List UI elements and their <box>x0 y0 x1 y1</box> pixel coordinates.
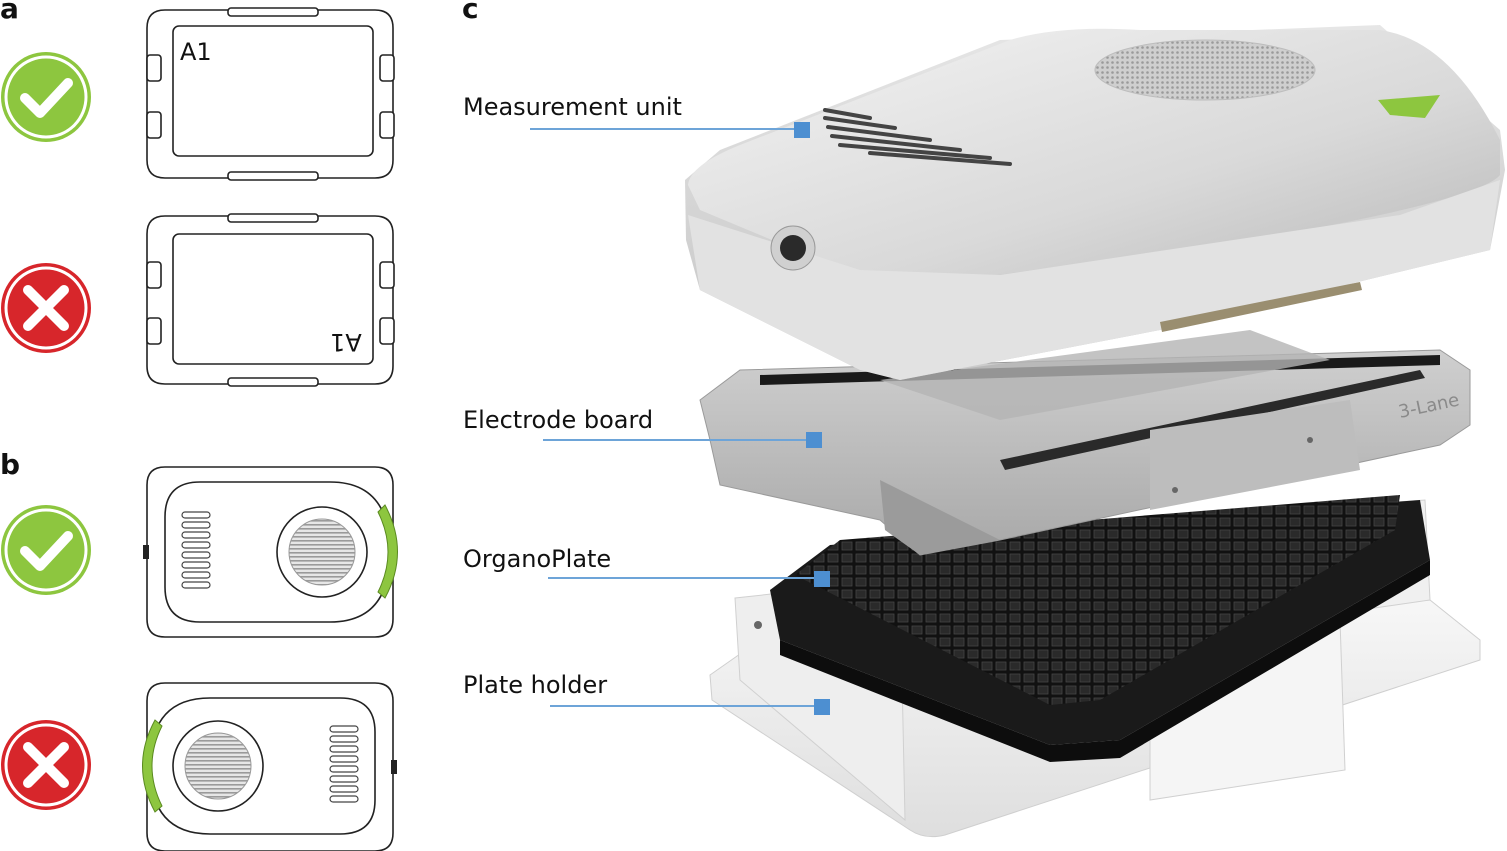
plate-outline-correct <box>146 7 395 181</box>
label-electrode-board: Electrode board <box>463 406 654 434</box>
panel-letter-b: b <box>0 448 21 481</box>
device-topview-wrong <box>142 682 397 851</box>
panel-letter-c: c <box>462 0 479 25</box>
callout-measurement-unit <box>530 122 810 138</box>
label-measurement-unit: Measurement unit <box>463 93 682 121</box>
plate-label-a1: A1 <box>180 38 212 66</box>
label-plate-holder: Plate holder <box>463 671 608 699</box>
callout-organoplate <box>548 571 830 587</box>
panel-letter-a: a <box>0 0 19 25</box>
plate-label-a1-rotated: A1 <box>330 328 362 356</box>
label-organoplate: OrganoPlate <box>463 545 612 573</box>
correct-check-icon-a <box>1 52 91 142</box>
measurement-unit-illustration <box>685 25 1505 380</box>
plate-outline-wrong <box>146 213 395 387</box>
electrode-board-illustration: 3-Lane <box>699 330 1471 556</box>
device-topview-correct <box>143 466 398 638</box>
wrong-cross-icon-a <box>1 263 91 353</box>
correct-check-icon-b <box>1 505 91 595</box>
callout-electrode-board <box>543 432 822 448</box>
wrong-cross-icon-b <box>1 720 91 810</box>
callout-plate-holder <box>550 699 830 715</box>
